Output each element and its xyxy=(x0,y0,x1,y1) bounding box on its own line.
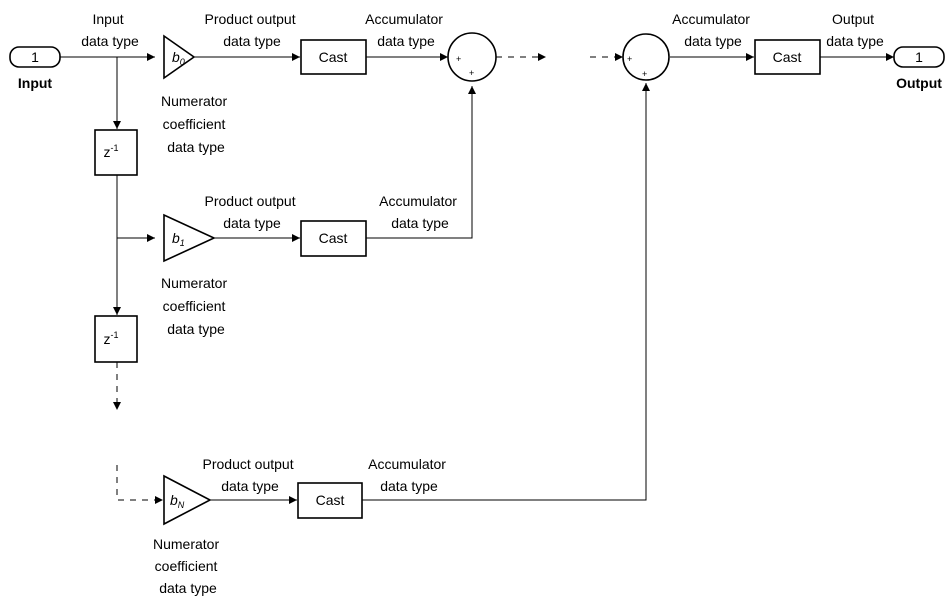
gain-b0-symbol: b xyxy=(172,49,180,65)
sum-1-sign-bottom: + xyxy=(469,68,474,78)
delay-block-1[interactable]: z-1 xyxy=(94,129,138,176)
delay-2-symbol: z xyxy=(103,331,110,347)
label-input-data-type: Input data type xyxy=(81,11,139,49)
input-port-number: 1 xyxy=(31,49,39,65)
svg-text:b0: b0 xyxy=(172,49,185,67)
label-numerator-coeff-0: Numerator coefficient data type xyxy=(161,93,231,155)
label-output-data-type: Output data type xyxy=(826,11,884,49)
label-numerator-coeff-N: Numerator coefficient data type xyxy=(153,536,223,596)
cast-block-1-label: Cast xyxy=(319,230,348,246)
delay-2-exponent: -1 xyxy=(110,330,118,340)
delay-1-exponent: -1 xyxy=(110,143,118,153)
gain-b1-symbol: b xyxy=(172,230,180,246)
output-port-label: Output xyxy=(896,75,942,91)
cast-block-N[interactable]: Cast xyxy=(297,482,363,519)
output-port[interactable]: 1 xyxy=(893,46,945,68)
cast-block-1[interactable]: Cast xyxy=(300,220,367,257)
label-product-output-1: Product output data type xyxy=(205,193,300,231)
label-accumulator-1: Accumulator data type xyxy=(379,193,461,231)
wire-dashed-to-bN xyxy=(116,465,155,501)
svg-text:bN: bN xyxy=(170,492,185,510)
label-product-output-0: Product output data type xyxy=(205,11,300,49)
sum-block-2[interactable]: + + xyxy=(622,33,670,81)
arrow-sum2-in xyxy=(615,53,623,61)
label-product-output-N: Product output data type xyxy=(203,456,298,494)
svg-text:b1: b1 xyxy=(172,230,185,248)
gain-bN[interactable]: bN xyxy=(163,474,212,526)
gain-b1-subscript: 1 xyxy=(180,238,185,248)
label-numerator-coeff-1: Numerator coefficient data type xyxy=(161,275,231,337)
output-port-number: 1 xyxy=(915,49,923,65)
svg-text:z-1: z-1 xyxy=(103,330,118,347)
cast-block-output[interactable]: Cast xyxy=(754,39,821,75)
arrow-to-bN xyxy=(155,496,163,504)
sum-block-1[interactable]: + + xyxy=(447,32,497,82)
sum-1-sign-left: + xyxy=(456,54,461,64)
input-port-label: Input xyxy=(18,75,53,91)
gain-b1[interactable]: b1 xyxy=(163,213,216,263)
sum-2-sign-left: + xyxy=(627,54,632,64)
arrow-sum1-out xyxy=(538,53,546,61)
arrow-delay2-down xyxy=(113,402,121,410)
cast-block-N-label: Cast xyxy=(316,492,345,508)
input-port[interactable]: 1 xyxy=(9,46,61,68)
sum-2-sign-bottom: + xyxy=(642,69,647,79)
gain-bN-subscript: N xyxy=(178,500,185,510)
svg-text:z-1: z-1 xyxy=(103,143,118,160)
wire-cast1-to-sum1 xyxy=(366,86,476,239)
gain-b0-subscript: 0 xyxy=(180,57,185,67)
delay-block-2[interactable]: z-1 xyxy=(94,315,138,363)
label-accumulator-N: Accumulator data type xyxy=(368,456,450,494)
cast-block-output-label: Cast xyxy=(773,49,802,65)
wires xyxy=(60,53,894,504)
gain-b0[interactable]: b0 xyxy=(163,34,196,80)
wire-castN-to-sum2 xyxy=(362,83,650,501)
label-accumulator-0: Accumulator data type xyxy=(365,11,447,49)
cast-block-0-label: Cast xyxy=(319,49,348,65)
delay-1-symbol: z xyxy=(103,144,110,160)
label-accumulator-final: Accumulator data type xyxy=(672,11,754,49)
gain-bN-symbol: b xyxy=(170,492,178,508)
cast-block-0[interactable]: Cast xyxy=(300,39,367,75)
